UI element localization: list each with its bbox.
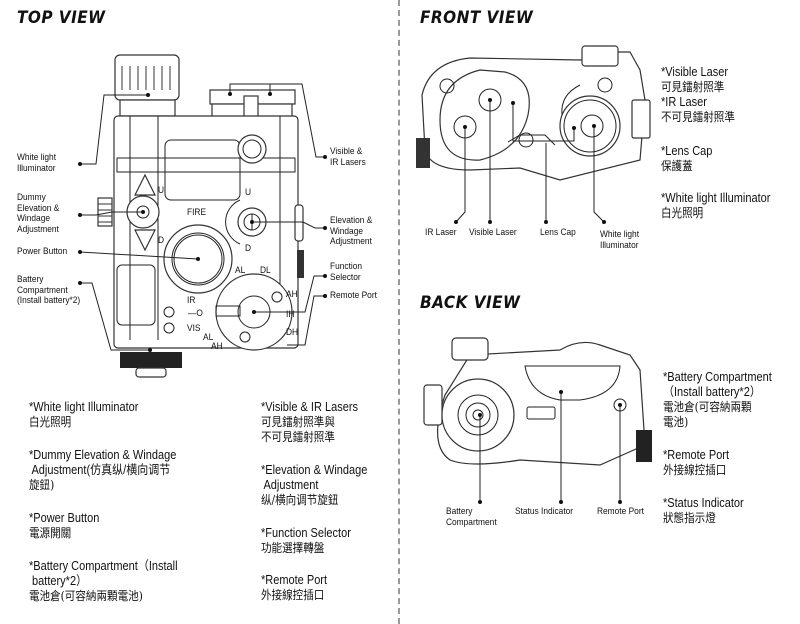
desc-elevation-windage: *Elevation & Windage Adjustment 纵/横向调节旋鈕 (261, 463, 368, 507)
callout-status-indicator: Status Indicator (515, 506, 574, 517)
marking-al2: AL (203, 332, 214, 343)
callout-lens-cap: Lens Cap (540, 227, 576, 238)
desc-white-light-front: *White light Illuminator 白光照明 (661, 191, 771, 220)
top-view-drawing (97, 54, 304, 378)
callout-ir-laser: IR Laser (425, 227, 457, 238)
desc-lens-cap: *Lens Cap 保護蓋 (661, 144, 713, 173)
front-view-leaders (454, 98, 606, 224)
back-view-title: BACK VIEW (420, 293, 521, 313)
desc-visible-ir: *Visible & IR Lasers 可見鐳射照準與 不可見鐳射照準 (261, 400, 359, 444)
marking-u1: U (158, 185, 165, 196)
desc-power-button: *Power Button 電源開關 (29, 511, 100, 540)
callout-white-light: White light Illuminator (17, 152, 57, 174)
marking-u2: U (245, 187, 252, 198)
marking-fire: FIRE (187, 207, 207, 218)
callout-function-selector: Function Selector (330, 261, 363, 283)
marking-vis: VIS (187, 323, 201, 334)
callout-white-light-front: White light Illuminator (600, 229, 640, 251)
marking-al: AL (235, 265, 246, 276)
desc-visible-ir-laser-front: *Visible Laser 可見鐳射照準 *IR Laser 不可見鐳射照準 (661, 65, 735, 124)
desc-remote-port: *Remote Port 外接線控插口 (261, 573, 328, 602)
callout-visible-ir: Visible & IR Lasers (330, 146, 366, 168)
marking-d1: D (158, 235, 165, 246)
desc-battery-back: *Battery Compartment （Install battery*2）… (663, 370, 772, 429)
desc-function-selector: *Function Selector 功能選擇轉盤 (261, 526, 351, 555)
back-view-drawing (423, 337, 652, 466)
marking-ah: AH (286, 289, 298, 300)
back-view-leaders (478, 390, 622, 504)
desc-status-indicator: *Status Indicator 狀態指示燈 (663, 496, 744, 525)
front-view-drawing (416, 45, 651, 181)
marking-d2: D (245, 243, 252, 254)
desc-white-light: *White light Illuminator 白光照明 (29, 400, 139, 429)
marking-ih: IH (286, 309, 295, 320)
callout-visible-laser: Visible Laser (469, 227, 517, 238)
marking-dl: DL (260, 265, 271, 276)
callout-dummy-adjustment: Dummy Elevation & Windage Adjustment (17, 192, 60, 235)
top-view-leaders (78, 83, 327, 352)
desc-dummy-adjustment: *Dummy Elevation & Windage Adjustment(仿真… (29, 448, 177, 492)
callout-battery-back: Battery Compartment (446, 506, 497, 528)
desc-battery: *Battery Compartment（Install battery*2） … (29, 559, 178, 603)
marking-ir: IR (187, 295, 196, 306)
callout-remote-port-back: Remote Port (597, 506, 644, 517)
marking-dh: DH (286, 327, 299, 338)
front-view-title: FRONT VIEW (420, 8, 534, 28)
marking-ah2: AH (211, 341, 223, 352)
desc-remote-port-back: *Remote Port 外接線控插口 (663, 448, 730, 477)
callout-remote-port: Remote Port (330, 290, 377, 301)
callout-battery: Battery Compartment (Install battery*2) (17, 274, 81, 306)
top-view-title: TOP VIEW (17, 8, 106, 28)
marking-off: —O (188, 308, 203, 319)
callout-power-button: Power Button (17, 246, 68, 257)
section-divider (398, 0, 400, 624)
callout-elevation-windage: Elevation & Windage Adjustment (330, 215, 373, 247)
